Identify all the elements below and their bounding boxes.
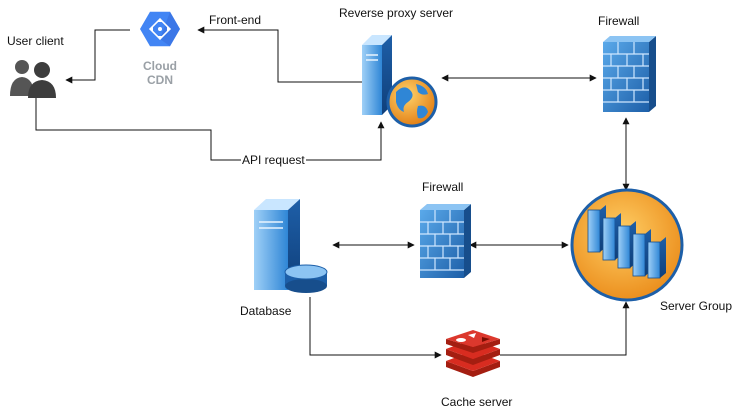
edge-cache-servergroup [500, 301, 630, 356]
edge-api-request [35, 98, 385, 161]
edge-front-end-label: Front-end [208, 13, 263, 27]
cloud-cdn-icon [140, 11, 180, 47]
server-group-label: Server Group [660, 299, 733, 313]
database-label: Database [240, 304, 292, 318]
edge-db-cache [309, 297, 442, 359]
firewall-mid-label: Firewall [422, 180, 464, 194]
cache-server-label: Cache server [441, 395, 513, 409]
firewall-top-label: Firewall [598, 14, 640, 28]
reverse-proxy-server-icon [362, 35, 438, 128]
edge-api-request-label: API request [241, 153, 306, 167]
cloud-cdn-label-line2: CDN [147, 73, 173, 87]
database-icon [254, 199, 328, 293]
edge-cdn-to-user [65, 29, 130, 84]
user-client-label: User client [7, 34, 64, 48]
cache-server-icon [446, 330, 500, 377]
firewall-top-icon [603, 36, 656, 112]
user-client-icon [10, 60, 56, 98]
reverse-proxy-label: Reverse proxy server [339, 6, 454, 20]
edge-front-end [197, 26, 378, 83]
server-group-icon [570, 188, 684, 302]
cloud-cdn-label-line1: Cloud [143, 59, 177, 73]
connectors [35, 26, 630, 359]
firewall-mid-icon [420, 204, 471, 278]
